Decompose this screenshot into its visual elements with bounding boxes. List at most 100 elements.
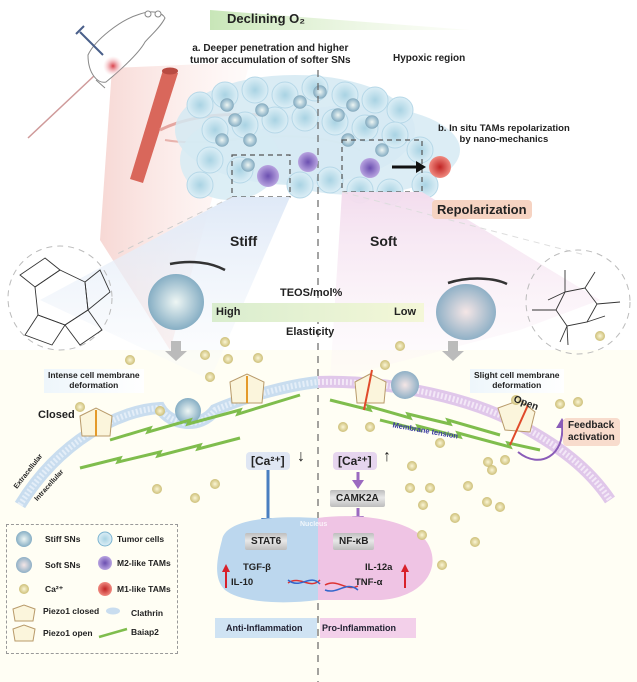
piezo1-closed-icon <box>12 604 36 622</box>
tumor-nanoparticle <box>255 103 269 117</box>
nucleus-label: Nucleus <box>300 521 328 528</box>
tumor-cell <box>316 166 344 194</box>
pro-inflammation-band <box>320 618 416 638</box>
tumor-cells <box>186 74 439 206</box>
calcium-level-stiff: [Ca²⁺] <box>246 452 290 470</box>
calcium-ion <box>495 502 505 512</box>
calcium-ion <box>595 331 605 341</box>
tumor-cell <box>286 171 314 199</box>
calcium-ion <box>483 457 493 467</box>
tumor-nanoparticle <box>293 95 307 109</box>
calcium-ion <box>437 560 447 570</box>
teos-label: TEOS/mol% <box>280 287 343 299</box>
tumor-cell <box>186 91 214 119</box>
calcium-ion <box>511 395 521 405</box>
m2-tam-cell-2 <box>298 152 318 172</box>
tumor-cell <box>386 96 414 124</box>
intense-line2: deformation <box>69 379 119 390</box>
calcium-ion <box>253 353 263 363</box>
piezo1-open-channel-top <box>354 369 387 411</box>
elasticity-label: Elasticity <box>286 326 335 338</box>
label-a-line1: a. Deeper penetration and higher <box>192 43 349 54</box>
tumor-nanoparticle <box>228 113 242 127</box>
calcium-icon <box>19 584 29 594</box>
calcium-ion <box>338 422 348 432</box>
slight-line2: deformation <box>492 379 542 390</box>
tumor-cell <box>241 76 269 104</box>
calcium-ion <box>425 483 435 493</box>
tumor-nanoparticles <box>215 85 389 172</box>
legend-label: M2-like TAMs <box>117 558 171 568</box>
tumor-nanoparticle <box>365 115 379 129</box>
tumor-cell <box>361 86 389 114</box>
m1-tam-cell <box>429 156 451 178</box>
feedback-activation-badge: Feedback activation <box>563 418 620 446</box>
legend-icons <box>12 531 128 642</box>
baiap2-icon <box>98 627 128 639</box>
stiff-siloxane-structure-outline <box>7 245 113 351</box>
label-b-line1: b. In situ TAMs repolarization <box>438 123 570 134</box>
calcium-ion <box>470 537 480 547</box>
legend-label: Baiap2 <box>131 627 159 637</box>
tumor-cell <box>261 106 289 134</box>
stiff-nanoparticle <box>148 274 204 330</box>
teos-low-label: Low <box>394 306 416 318</box>
slight-line1: Slight cell membrane <box>474 370 560 380</box>
soft-down-arrow <box>442 341 464 361</box>
calcium-ion <box>450 513 460 523</box>
m2-tam-cell-3 <box>360 158 380 178</box>
soft-label: Soft <box>370 233 398 249</box>
pro-inflammation-label: Pro-Inflammation <box>322 623 397 633</box>
feedback-line1: Feedback <box>568 420 615 431</box>
baiap2-filaments <box>79 393 541 470</box>
tumor-cell <box>381 121 409 149</box>
tgfb-label: TGF-β <box>243 562 271 573</box>
soft-nanoparticle <box>436 284 496 340</box>
calcium-ion <box>418 500 428 510</box>
beam-edge-line <box>27 74 96 139</box>
calcium-increase-arrow: ↑ <box>383 448 391 465</box>
stiff-siloxane-structure <box>19 257 111 346</box>
calcium-ions <box>75 331 605 570</box>
afm-cantilever-soft <box>447 277 508 286</box>
endocytosed-soft-sn <box>391 371 419 399</box>
tumor-cell <box>196 146 224 174</box>
feedback-arrow <box>517 424 564 461</box>
closed-label: Closed <box>38 409 75 421</box>
teos-gradient-bar <box>212 303 424 322</box>
tumor-nanoparticle <box>331 108 345 122</box>
calcium-ion <box>75 402 85 412</box>
legend-label: Stiff SNs <box>45 534 81 544</box>
legend-label: Tumor cells <box>117 534 165 544</box>
calcium-ion <box>555 399 565 409</box>
soft-siloxane-structure <box>532 270 621 346</box>
soft-sn-icon <box>16 557 32 573</box>
feedback-line2: activation <box>568 432 615 443</box>
calcium-decrease-arrow: ↓ <box>297 448 305 465</box>
m2-tam-icon <box>98 556 112 570</box>
up-arrow-anti <box>222 564 230 588</box>
calcium-ion <box>152 484 162 494</box>
calcium-ion <box>210 479 220 489</box>
o2-gradient-wedge <box>210 10 470 30</box>
calcium-ion <box>365 422 375 432</box>
repolarization-badge: Repolarization <box>432 200 532 219</box>
calcium-ion <box>573 397 583 407</box>
calcium-ion <box>405 483 415 493</box>
hypoxic-region-label: Hypoxic region <box>393 53 466 64</box>
piezo1-open-icon <box>12 624 36 642</box>
tumor-cell <box>271 81 299 109</box>
legend: Stiff SNs Tumor cells Soft SNs M2-like T… <box>6 524 178 654</box>
calcium-ion <box>435 438 445 448</box>
legend-label: M1-like TAMs <box>117 584 171 594</box>
tumor-nanoparticle <box>313 85 327 99</box>
legend-label: Ca²⁺ <box>45 584 64 594</box>
calcium-ion <box>125 355 135 365</box>
tumor-site-spot <box>103 56 123 76</box>
legend-label: Piezo1 open <box>43 628 93 638</box>
stiff-sn-icon <box>16 531 32 547</box>
label-b-line2: by nano-mechanics <box>459 133 549 145</box>
syringe-icon <box>75 25 104 56</box>
piezo1-closed-channel-left <box>79 407 113 437</box>
